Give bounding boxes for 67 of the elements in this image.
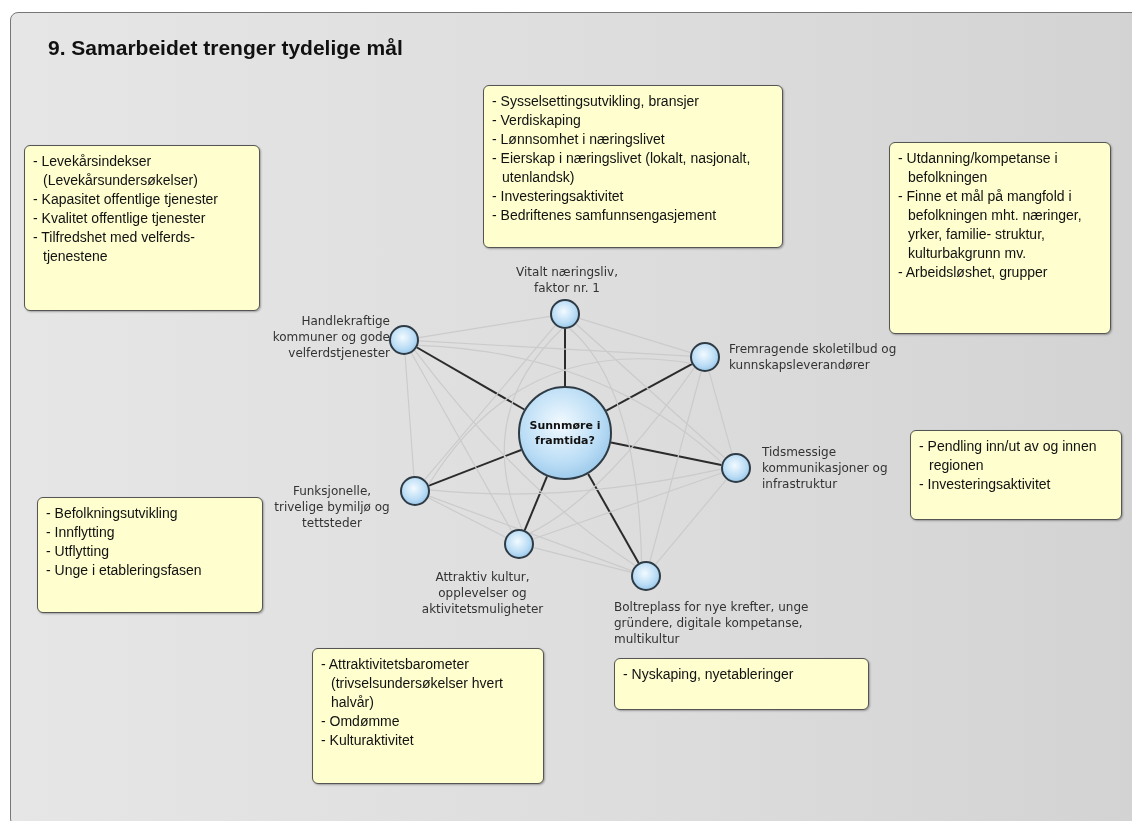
connector-line — [605, 363, 693, 412]
bullet-item: - Levekårsindekser (Levekårsundersøkelser) — [33, 152, 199, 190]
bullet-item: - Bedriftenes samfunnsengasjement — [492, 206, 718, 225]
connector-line — [587, 472, 640, 564]
connector-line — [416, 346, 526, 411]
node-label: Funksjonelle, trivelige bymiljø og tettsteder — [273, 483, 391, 531]
node-label: Tidsmessige kommunikasjoner og infrastruktur — [762, 444, 889, 492]
connector-line — [610, 441, 723, 466]
mesh-line — [428, 358, 692, 486]
bullet-item: - Utdanning/kompetanse i befolkningen — [898, 149, 1059, 187]
mesh-line — [708, 370, 733, 455]
note-box — [37, 497, 263, 613]
mesh-line — [428, 495, 633, 572]
bullet-item: - Arbeidsløshet, grupper — [898, 263, 1049, 282]
node-label: Sunnmøre i framtida? — [528, 418, 602, 448]
bullet-item: - Lønnsomhet i næringslivet — [492, 130, 666, 149]
connector-line — [523, 475, 548, 532]
mesh-line — [578, 317, 692, 354]
mesh-line — [418, 315, 551, 339]
mesh-line — [414, 349, 636, 567]
bullet-item: - Tilfredshet med velferds- tjenestene — [33, 228, 196, 266]
mesh-line — [649, 370, 702, 563]
connector-line — [428, 448, 523, 487]
mesh-line — [424, 324, 556, 481]
node-label: Handlekraftige kommuner og gode velferdstjenester — [271, 313, 390, 361]
mesh-line — [410, 352, 513, 532]
bullet-item: - Utflytting — [46, 542, 110, 561]
bullet-item: - Kulturaktivitet — [321, 731, 415, 750]
bullet-item: - Omdømme — [321, 712, 401, 731]
mesh-line — [404, 354, 415, 477]
bullet-item: - Attraktivitetsbarometer (trivselsundersøkelser hvert halvår) — [321, 655, 504, 712]
node-label: Vitalt næringsliv, faktor nr. 1 — [515, 264, 619, 296]
node-label: Attraktiv kultur, opplevelser og aktivitetsmuligheter — [420, 569, 545, 617]
mesh-line — [427, 497, 507, 538]
bullet-item: - Finne et mål på mangfold i befolkningen mht. næringer, yrker, familie- struktur, kulturbakgrunn mv. — [898, 187, 1083, 263]
bullet-item: - Investeringsaktivitet — [492, 187, 625, 206]
mesh-line — [532, 472, 723, 540]
title: 9. Samarbeidet trenger tydelige mål — [48, 36, 403, 60]
bullet-item: - Kapasitet offentlige tjenester — [33, 190, 219, 209]
note-box — [614, 658, 869, 710]
mesh-line — [418, 340, 691, 357]
mesh-line — [429, 468, 722, 495]
bullet-item: - Befolkningsutvikling — [46, 504, 179, 523]
bullet-item: - Sysselsettingsutvikling, bransjer — [492, 92, 700, 111]
mesh-line — [532, 547, 633, 573]
bullet-item: - Investeringsaktivitet — [919, 475, 1052, 494]
mesh-line — [417, 344, 723, 464]
note-box — [889, 142, 1111, 334]
bullet-item: - Verdiskaping — [492, 111, 582, 130]
connector-line — [564, 328, 566, 387]
note-box — [312, 648, 544, 784]
bullet-item: - Nyskaping, nyetableringer — [623, 665, 795, 684]
bullet-item: - Unge i etableringsfasen — [46, 561, 203, 580]
mesh-line — [503, 328, 563, 530]
note-box — [910, 430, 1122, 520]
bullet-item: - Eierskap i næringslivet (lokalt, nasjonalt, utenlandsk) — [492, 149, 752, 187]
bullet-item: - Kvalitet offentlige tjenester — [33, 209, 207, 228]
mesh-line — [575, 323, 726, 459]
note-box — [24, 145, 260, 311]
mesh-line — [655, 478, 727, 566]
node-label: Boltreplass for nye krefter, unge gründere, digitale kompetanse, multikultur — [614, 599, 810, 647]
bullet-item: - Pendling inn/ut av og innen regionen — [919, 437, 1098, 475]
bullet-item: - Innflytting — [46, 523, 116, 542]
note-box — [483, 85, 783, 248]
mesh-line — [568, 327, 643, 563]
node-label: Fremragende skoletilbud og kunnskapsleverandører — [729, 341, 898, 373]
mesh-line — [529, 367, 695, 534]
